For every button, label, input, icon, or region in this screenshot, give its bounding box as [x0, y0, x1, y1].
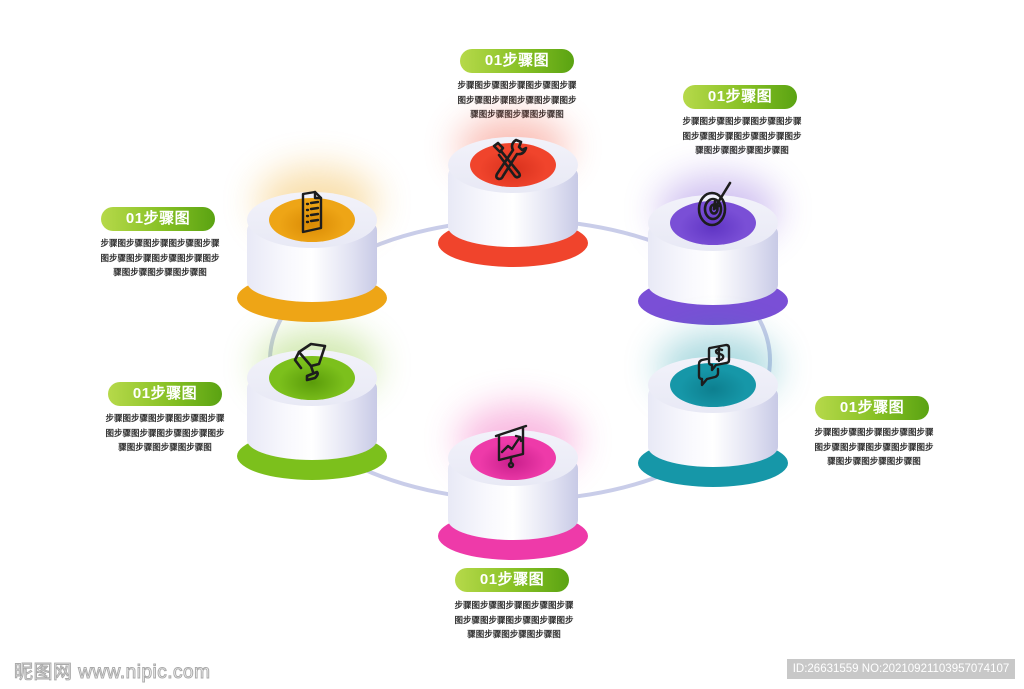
- desc-line: 图步骤图步骤图步骤图步骤图步: [814, 442, 934, 453]
- step-title-pill: 01步骤图: [815, 396, 929, 420]
- step-cylinder: [237, 330, 387, 480]
- desc-line: 图步骤图步骤图步骤图步骤图步: [457, 95, 577, 106]
- desc-line: 步骤图步骤图步骤图步骤图步骤: [454, 601, 574, 611]
- step-cylinder: [438, 405, 588, 560]
- step-description: 步骤图步骤图步骤图步骤图步骤 图步骤图步骤图步骤图步骤图步 骤图步骤图步骤图步骤…: [93, 237, 227, 281]
- desc-line: 步骤图步骤图步骤图步骤图步骤: [814, 428, 934, 438]
- step-title-pill: 01步骤图: [108, 382, 222, 406]
- image-id-bar: ID:26631559 NO:20210921103957074107: [787, 659, 1015, 679]
- desc-line: 图步骤图步骤图步骤图步骤图步: [105, 428, 225, 439]
- step-title-pill: 01步骤图: [460, 49, 574, 73]
- step-description: 步骤图步骤图步骤图步骤图步骤 图步骤图步骤图步骤图步骤图步 骤图步骤图步骤图步骤…: [447, 599, 581, 643]
- step-cylinder: [438, 117, 588, 267]
- desc-line: 骤图步骤图步骤图步骤图: [470, 110, 564, 120]
- step-title-pill: 01步骤图: [683, 85, 797, 109]
- desc-line: 步骤图步骤图步骤图步骤图步骤: [457, 81, 577, 91]
- trophy-icon: [293, 342, 327, 382]
- desc-line: 骤图步骤图步骤图步骤图: [467, 630, 561, 640]
- target-arrow-icon: [697, 181, 732, 227]
- checklist-icon: [301, 190, 323, 234]
- money-chat-icon: [697, 343, 731, 387]
- step-description: 步骤图步骤图步骤图步骤图步骤 图步骤图步骤图步骤图步骤图步 骤图步骤图步骤图步骤…: [450, 79, 584, 123]
- step-description: 步骤图步骤图步骤图步骤图步骤 图步骤图步骤图步骤图步骤图步 骤图步骤图步骤图步骤…: [98, 412, 232, 456]
- step-title-pill: 01步骤图: [455, 568, 569, 592]
- step-title-pill: 01步骤图: [101, 207, 215, 231]
- desc-line: 图步骤图步骤图步骤图步骤图步: [100, 253, 220, 264]
- desc-line: 骤图步骤图步骤图步骤图: [118, 443, 212, 453]
- wrench-screwdriver-icon: [492, 138, 528, 181]
- desc-line: 骤图步骤图步骤图步骤图: [695, 146, 789, 156]
- desc-line: 步骤图步骤图步骤图步骤图步骤: [100, 239, 220, 249]
- step-cylinder: [638, 175, 788, 325]
- desc-line: 步骤图步骤图步骤图步骤图步骤: [682, 117, 802, 127]
- desc-line: 步骤图步骤图步骤图步骤图步骤: [105, 414, 225, 424]
- desc-line: 图步骤图步骤图步骤图步骤图步: [682, 131, 802, 142]
- desc-line: 骤图步骤图步骤图步骤图: [113, 268, 207, 278]
- step-cylinder: [638, 332, 788, 487]
- step-description: 步骤图步骤图步骤图步骤图步骤 图步骤图步骤图步骤图步骤图步 骤图步骤图步骤图步骤…: [807, 426, 941, 470]
- step-cylinder: [237, 167, 387, 322]
- desc-line: 图步骤图步骤图步骤图步骤图步: [454, 615, 574, 626]
- watermark: 昵图网 www.nipic.com: [13, 662, 211, 684]
- presentation-chart-icon: [494, 424, 528, 469]
- step-description: 步骤图步骤图步骤图步骤图步骤 图步骤图步骤图步骤图步骤图步 骤图步骤图步骤图步骤…: [675, 115, 809, 159]
- desc-line: 骤图步骤图步骤图步骤图: [827, 457, 921, 467]
